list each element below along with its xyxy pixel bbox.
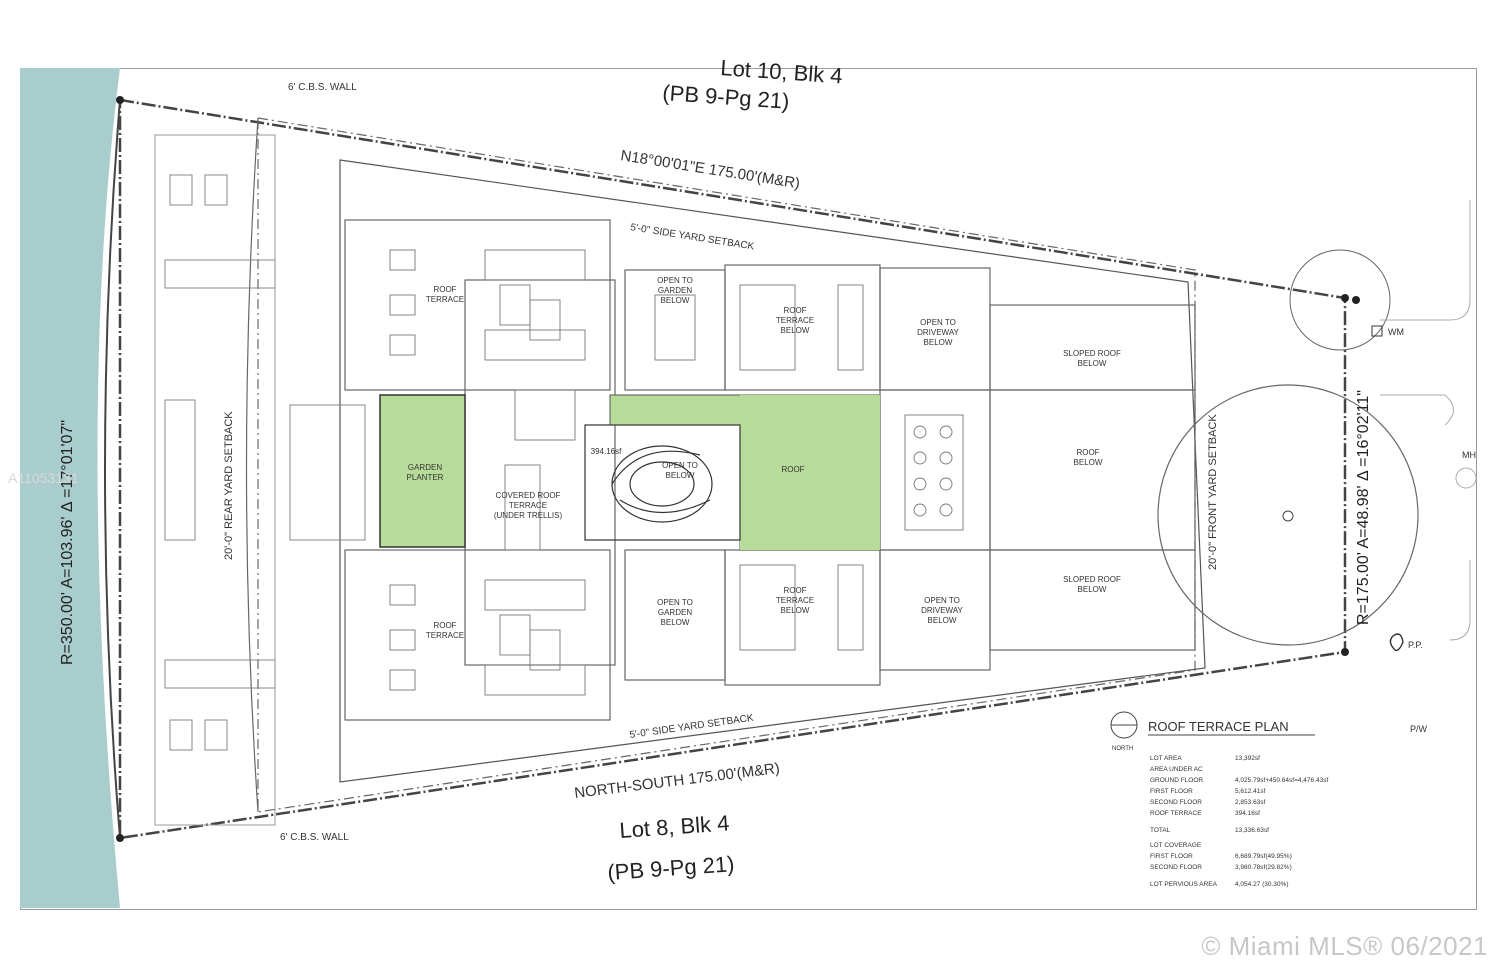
legend-title: ROOF TERRACE PLAN <box>1148 719 1289 734</box>
legend-row-label: ROOF TERRACE <box>1150 810 1202 817</box>
room-label-stair-area: 394.16sf <box>591 447 622 456</box>
listing-id-watermark: A11053131 <box>8 470 79 486</box>
legend-row-label: LOT COVERAGE <box>1150 842 1202 849</box>
legend-row-value: 13,392sf <box>1235 755 1260 762</box>
lot-top-title: Lot 10, Blk 4 <box>720 55 844 88</box>
spiral-stair <box>584 424 741 541</box>
legend-row-label: LOT PERVIOUS AREA <box>1150 881 1218 888</box>
legend-row-value: 394.16sf <box>1235 810 1260 817</box>
pw-label: P/W <box>1410 724 1428 734</box>
garden-planter <box>379 394 466 548</box>
legend-row-label: SECOND FLOOR <box>1150 799 1202 806</box>
legend-row-value: 4,054.27 (30.30%) <box>1235 881 1288 888</box>
legend-row-value: 6,689.79sf(49.95%) <box>1235 853 1292 860</box>
mls-copyright: © Miami MLS® 06/2021 <box>1201 931 1488 961</box>
room-label-roof-green: ROOF <box>781 465 804 474</box>
wall-top-label: 6' C.B.S. WALL <box>288 82 357 93</box>
rear-arc <box>104 99 121 839</box>
curve-data-right: R=175.00' A=48.98' Δ =16°02'11" <box>1355 390 1372 625</box>
wm-label: WM <box>1388 327 1404 337</box>
setback-line <box>257 117 1196 813</box>
legend-row-label: GROUND FLOOR <box>1150 777 1203 784</box>
curve-data-left: R=350.00' A=103.96' Δ =17°01'07" <box>59 420 76 665</box>
wall-bottom-label: 6' C.B.S. WALL <box>280 832 349 843</box>
setback-rear: 20'-0" REAR YARD SETBACK <box>223 411 235 560</box>
legend-row-label: FIRST FLOOR <box>1150 788 1193 795</box>
legend-row-value: 3,980.78sf(29.82%) <box>1235 864 1292 871</box>
plat-bottom: (PB 9-Pg 21) <box>607 851 736 885</box>
pp-label: P.P. <box>1408 640 1423 650</box>
building-outline <box>339 159 1206 783</box>
cul-de-sac <box>1157 384 1419 646</box>
legend-row-value: 5,612.41sf <box>1235 788 1266 795</box>
setback-side-top: 5'-0" SIDE YARD SETBACK <box>630 222 756 252</box>
bearing-south: NORTH-SOUTH 175.00'(M&R) <box>573 760 780 802</box>
plat-top: (PB 9-Pg 21) <box>662 80 791 114</box>
legend-row-value: 13,336.63sf <box>1235 827 1269 834</box>
lot-bottom-title: Lot 8, Blk 4 <box>619 810 731 843</box>
waterway <box>20 68 120 908</box>
legend-north: NORTH <box>1112 746 1133 752</box>
legend-row-label: AREA UNDER AC <box>1150 766 1203 773</box>
legend-row-value: 4,025.79sf+450.64sf=4,476.43sf <box>1235 777 1328 784</box>
setback-side-bottom: 5'-0" SIDE YARD SETBACK <box>629 713 755 741</box>
setback-front: 20'-0" FRONT YARD SETBACK <box>1207 414 1219 570</box>
pool-deck <box>164 174 366 751</box>
legend-row-label: FIRST FLOOR <box>1150 853 1193 860</box>
legend-row-value: 2,853.63sf <box>1235 799 1266 806</box>
legend-row-label: TOTAL <box>1150 827 1171 834</box>
mh-label: MH <box>1462 450 1476 460</box>
legend-row-label: LOT AREA <box>1150 755 1182 762</box>
legend-row-label: SECOND FLOOR <box>1150 864 1202 871</box>
